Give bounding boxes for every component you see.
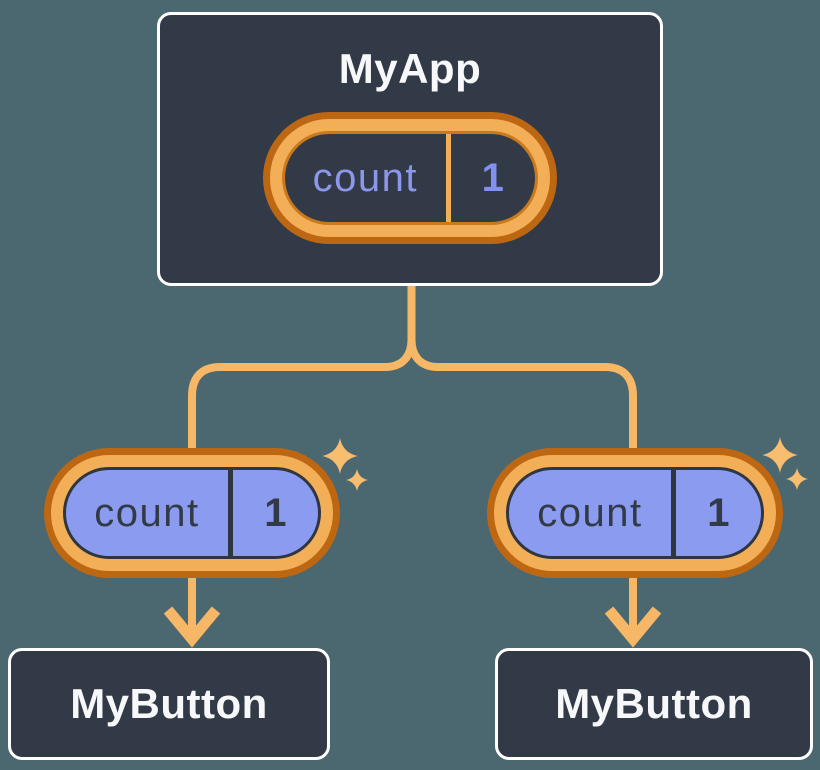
prop-pill-ring: count 1 — [494, 455, 776, 571]
sparkle-icon — [322, 438, 358, 474]
sparkle-icon — [345, 468, 369, 492]
prop-pill-body: count 1 — [63, 467, 321, 559]
component-title: MyButton — [555, 680, 753, 727]
state-value: 1 — [481, 155, 504, 200]
component-title: MyButton — [70, 680, 268, 727]
prop-value: 1 — [707, 490, 730, 535]
pill-divider — [670, 470, 676, 556]
sparkle-icon — [762, 437, 798, 473]
prop-pill-left: count 1 — [44, 448, 340, 578]
prop-value: 1 — [264, 490, 287, 535]
component-node-mybutton-right: MyButton — [495, 648, 813, 760]
component-title: MyApp — [338, 45, 482, 92]
arrow-left-head-icon — [163, 606, 221, 648]
prop-name: count — [537, 490, 643, 535]
prop-name: count — [94, 490, 200, 535]
prop-pill-body: count 1 — [506, 467, 764, 559]
component-node-mybutton-left: MyButton — [8, 648, 330, 760]
component-node-myapp: MyApp count 1 — [157, 12, 663, 286]
state-pill-ring: count 1 — [270, 119, 550, 237]
arrow-right-head-icon — [604, 606, 662, 648]
state-pill: count 1 — [263, 112, 557, 244]
state-name: count — [312, 155, 418, 200]
prop-pill-right: count 1 — [487, 448, 783, 578]
prop-pill-ring: count 1 — [51, 455, 333, 571]
sparkle-icon — [785, 467, 809, 491]
pill-divider — [445, 134, 451, 222]
pill-divider — [227, 470, 233, 556]
state-pill-body: count 1 — [282, 131, 538, 225]
wire-left-branch — [188, 284, 416, 462]
wire-right-branch — [407, 284, 637, 462]
